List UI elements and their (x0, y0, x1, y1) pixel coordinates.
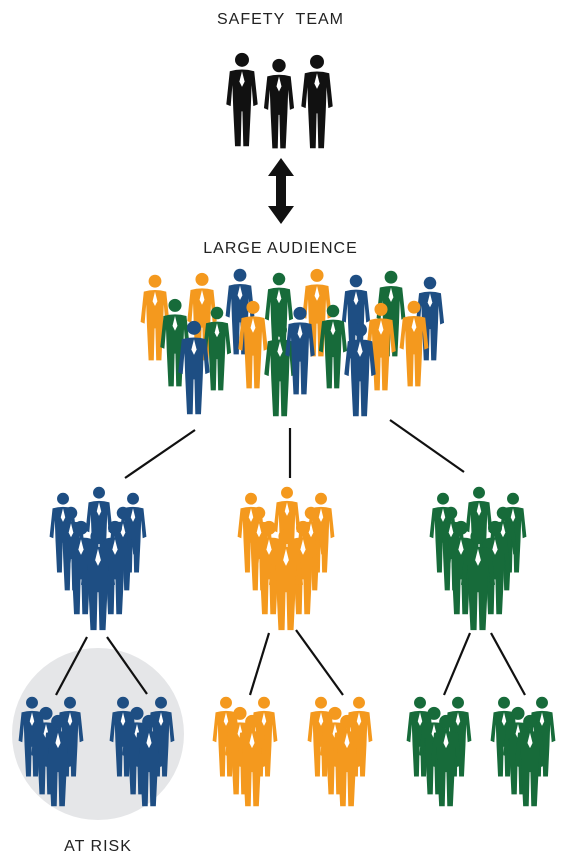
orange-group (237, 486, 335, 631)
connector-line (442, 632, 472, 696)
connector-lines (55, 419, 526, 696)
connector-line (389, 419, 465, 473)
person-icon (301, 54, 333, 149)
person-icon (226, 52, 258, 147)
orange-subgroup-right (307, 696, 373, 807)
connector-line (55, 636, 88, 696)
connector-line (295, 629, 344, 696)
connector-line (124, 429, 196, 479)
connector-line (248, 632, 271, 696)
connector-line (490, 632, 526, 696)
safety-team-label: SAFETY TEAM (217, 11, 344, 28)
double-arrow-icon (268, 158, 294, 224)
large-audience-crowd (140, 268, 445, 417)
green-group (429, 486, 527, 631)
large-audience-label: LARGE AUDIENCE (203, 240, 358, 257)
connector-line (106, 636, 148, 695)
person-icon (263, 58, 295, 149)
blue-group (49, 486, 147, 631)
green-subgroup-left (406, 696, 472, 807)
at-risk-label: AT RISK (64, 838, 132, 855)
green-subgroup-right (490, 696, 556, 807)
safety-team-group (226, 52, 333, 149)
people-layer (18, 52, 556, 807)
orange-subgroup-left (212, 696, 278, 807)
